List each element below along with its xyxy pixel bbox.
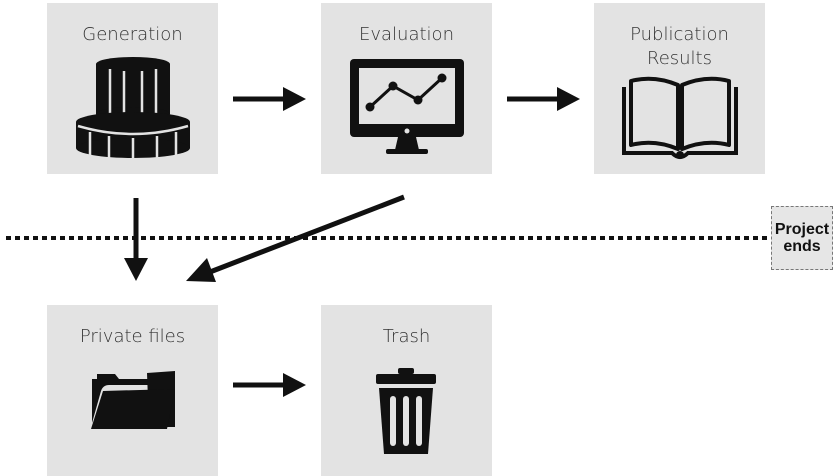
publication-label-line1: Publication [630, 24, 729, 45]
trash-label: Trash [382, 326, 431, 347]
publication-box: Publication Results [594, 3, 765, 174]
private-files-label: Private files [79, 326, 186, 347]
arrow-evaluation-to-publication [507, 87, 580, 111]
arrow-private-files-to-trash [233, 373, 306, 397]
project-ends-line1: Project [774, 221, 830, 238]
folder-icon [91, 371, 175, 429]
publication-label: Publication Results [594, 23, 765, 71]
monitor-chart-icon [350, 59, 464, 154]
generation-box: Generation [47, 3, 218, 174]
generation-label: Generation [82, 24, 183, 45]
publication-label-line2: Results [647, 48, 712, 69]
project-ends-badge: Project ends [771, 206, 833, 270]
evaluation-box: Evaluation [321, 3, 492, 174]
trash-box: Trash [321, 305, 492, 476]
trash-can-icon [376, 368, 436, 454]
evaluation-label: Evaluation [359, 24, 454, 45]
cylinder-stack-icon [76, 57, 190, 160]
open-book-icon [622, 76, 738, 159]
arrow-generation-to-evaluation [233, 87, 306, 111]
project-ends-line2: ends [783, 238, 821, 255]
arrow-evaluation-to-private-files [186, 194, 405, 282]
private-files-box: Private files [47, 305, 218, 476]
arrow-generation-to-private-files [124, 198, 148, 281]
